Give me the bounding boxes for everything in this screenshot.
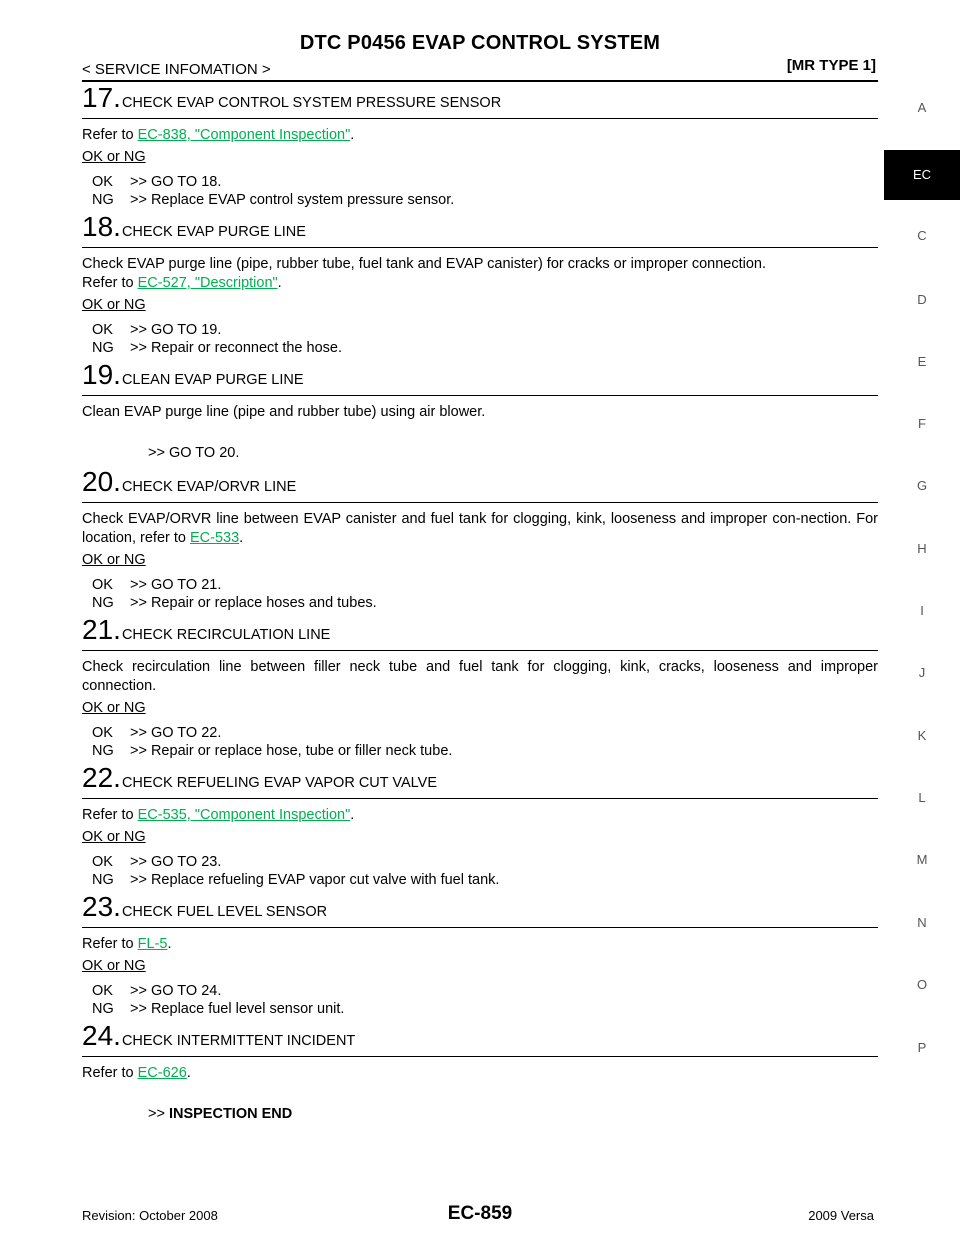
ok-or-ng-label: OK or NG — [82, 700, 146, 716]
step-number: 19 — [82, 359, 114, 390]
ng-result: NG>> Repair or replace hose, tube or fil… — [92, 743, 453, 759]
reference-link[interactable]: EC-535, "Component Inspection" — [137, 807, 351, 823]
step-header: 19. CLEAN EVAP PURGE LINE — [82, 361, 878, 396]
ok-result: OK>> GO TO 22. — [92, 725, 222, 741]
reference-link[interactable]: EC-533 — [190, 530, 240, 546]
side-index-active-tab[interactable]: EC — [884, 150, 960, 200]
step-text: Check EVAP/ORVR line between EVAP canist… — [82, 511, 878, 546]
side-index-j[interactable]: J — [918, 665, 926, 680]
final-result: >> INSPECTION END — [148, 1106, 293, 1122]
step-text: Refer to EC-626. — [82, 1065, 191, 1081]
side-index-c[interactable]: C — [917, 228, 927, 243]
side-index-h[interactable]: H — [917, 541, 927, 556]
step-number: 22 — [82, 762, 114, 793]
side-index-k[interactable]: K — [917, 728, 927, 743]
ok-or-ng-label: OK or NG — [82, 552, 146, 568]
step-20: 20. CHECK EVAP/ORVR LINE Check EVAP/ORVR… — [82, 468, 878, 612]
step-22: 22. CHECK REFUELING EVAP VAPOR CUT VALVE… — [82, 764, 878, 889]
reference-link[interactable]: EC-626 — [137, 1065, 187, 1081]
ng-result: NG>> Repair or replace hoses and tubes. — [92, 595, 377, 611]
reference-link[interactable]: EC-838, "Component Inspection" — [137, 127, 351, 143]
side-index-m[interactable]: M — [916, 852, 928, 867]
step-number: 18 — [82, 211, 114, 242]
reference-link[interactable]: EC-527, "Description" — [137, 275, 278, 291]
reference-link[interactable]: FL-5 — [137, 936, 168, 952]
side-index-n[interactable]: N — [917, 915, 927, 930]
ng-result: NG>> Repair or reconnect the hose. — [92, 340, 342, 356]
step-title: CHECK EVAP CONTROL SYSTEM PRESSURE SENSO… — [121, 95, 502, 111]
step-header: 18. CHECK EVAP PURGE LINE — [82, 213, 878, 248]
step-number: 20 — [82, 466, 114, 497]
step-header: 21. CHECK RECIRCULATION LINE — [82, 616, 878, 651]
step-text: Clean EVAP purge line (pipe and rubber t… — [82, 404, 486, 420]
step-title: CLEAN EVAP PURGE LINE — [121, 372, 304, 388]
step-header: 23. CHECK FUEL LEVEL SENSOR — [82, 893, 878, 928]
side-index-d[interactable]: D — [917, 292, 927, 307]
step-text: Check recirculation line between filler … — [82, 659, 878, 694]
step-24: 24. CHECK INTERMITTENT INCIDENT Refer to… — [82, 1022, 878, 1123]
footer-page-number: EC-859 — [447, 1203, 513, 1224]
side-index-e[interactable]: E — [917, 354, 927, 369]
step-number: 23 — [82, 891, 114, 922]
ng-result: NG>> Replace fuel level sensor unit. — [92, 1001, 345, 1017]
ok-or-ng-label: OK or NG — [82, 958, 146, 974]
step-title: CHECK EVAP PURGE LINE — [121, 224, 306, 240]
step-text: Refer to FL-5. — [82, 936, 172, 952]
step-19: 19. CLEAN EVAP PURGE LINE Clean EVAP pur… — [82, 361, 878, 462]
ok-result: OK>> GO TO 23. — [92, 854, 222, 870]
header-divider — [82, 80, 878, 82]
side-index-o[interactable]: O — [916, 977, 928, 992]
step-header: 20. CHECK EVAP/ORVR LINE — [82, 468, 878, 503]
step-title: CHECK RECIRCULATION LINE — [121, 627, 331, 643]
step-number: 24 — [82, 1020, 114, 1051]
step-text: Refer to EC-535, "Component Inspection". — [82, 807, 355, 823]
ok-result: OK>> GO TO 24. — [92, 983, 222, 999]
step-23: 23. CHECK FUEL LEVEL SENSOR Refer to FL-… — [82, 893, 878, 1018]
step-title: CHECK FUEL LEVEL SENSOR — [121, 904, 328, 920]
step-title: CHECK EVAP/ORVR LINE — [121, 479, 297, 495]
ok-or-ng-label: OK or NG — [82, 149, 146, 165]
step-header: 17. CHECK EVAP CONTROL SYSTEM PRESSURE S… — [82, 84, 878, 119]
section-label: < SERVICE INFOMATION > — [82, 61, 271, 78]
side-index-i[interactable]: I — [920, 603, 924, 618]
step-17: 17. CHECK EVAP CONTROL SYSTEM PRESSURE S… — [82, 84, 878, 209]
ok-result: OK>> GO TO 21. — [92, 577, 222, 593]
step-text: Refer to EC-838, "Component Inspection". — [82, 127, 355, 143]
side-index-a[interactable]: A — [917, 100, 927, 115]
ok-result: OK>> GO TO 18. — [92, 174, 222, 190]
type-label: [MR TYPE 1] — [786, 57, 876, 74]
step-header: 24. CHECK INTERMITTENT INCIDENT — [82, 1022, 878, 1057]
footer-model: 2009 Versa — [808, 1208, 874, 1223]
ok-or-ng-label: OK or NG — [82, 297, 146, 313]
step-title: CHECK REFUELING EVAP VAPOR CUT VALVE — [121, 775, 437, 791]
step-number: 17 — [82, 82, 114, 113]
step-text: Check EVAP purge line (pipe, rubber tube… — [82, 256, 767, 291]
step-title: CHECK INTERMITTENT INCIDENT — [121, 1033, 356, 1049]
procedure-content: 17. CHECK EVAP CONTROL SYSTEM PRESSURE S… — [82, 84, 878, 1129]
step-number: 21 — [82, 614, 114, 645]
result: >> GO TO 20. — [148, 445, 240, 461]
ng-result: NG>> Replace EVAP control system pressur… — [92, 192, 455, 208]
ok-or-ng-label: OK or NG — [82, 829, 146, 845]
footer-revision: Revision: October 2008 — [82, 1208, 218, 1223]
ok-result: OK>> GO TO 19. — [92, 322, 222, 338]
ng-result: NG>> Replace refueling EVAP vapor cut va… — [92, 872, 500, 888]
step-21: 21. CHECK RECIRCULATION LINE Check recir… — [82, 616, 878, 760]
side-index-g[interactable]: G — [916, 478, 928, 493]
step-18: 18. CHECK EVAP PURGE LINE Check EVAP pur… — [82, 213, 878, 357]
side-index-f[interactable]: F — [918, 416, 926, 431]
page-title: DTC P0456 EVAP CONTROL SYSTEM — [299, 32, 661, 54]
side-index-l[interactable]: L — [918, 790, 926, 805]
step-header: 22. CHECK REFUELING EVAP VAPOR CUT VALVE — [82, 764, 878, 799]
side-index-p[interactable]: P — [917, 1040, 927, 1055]
